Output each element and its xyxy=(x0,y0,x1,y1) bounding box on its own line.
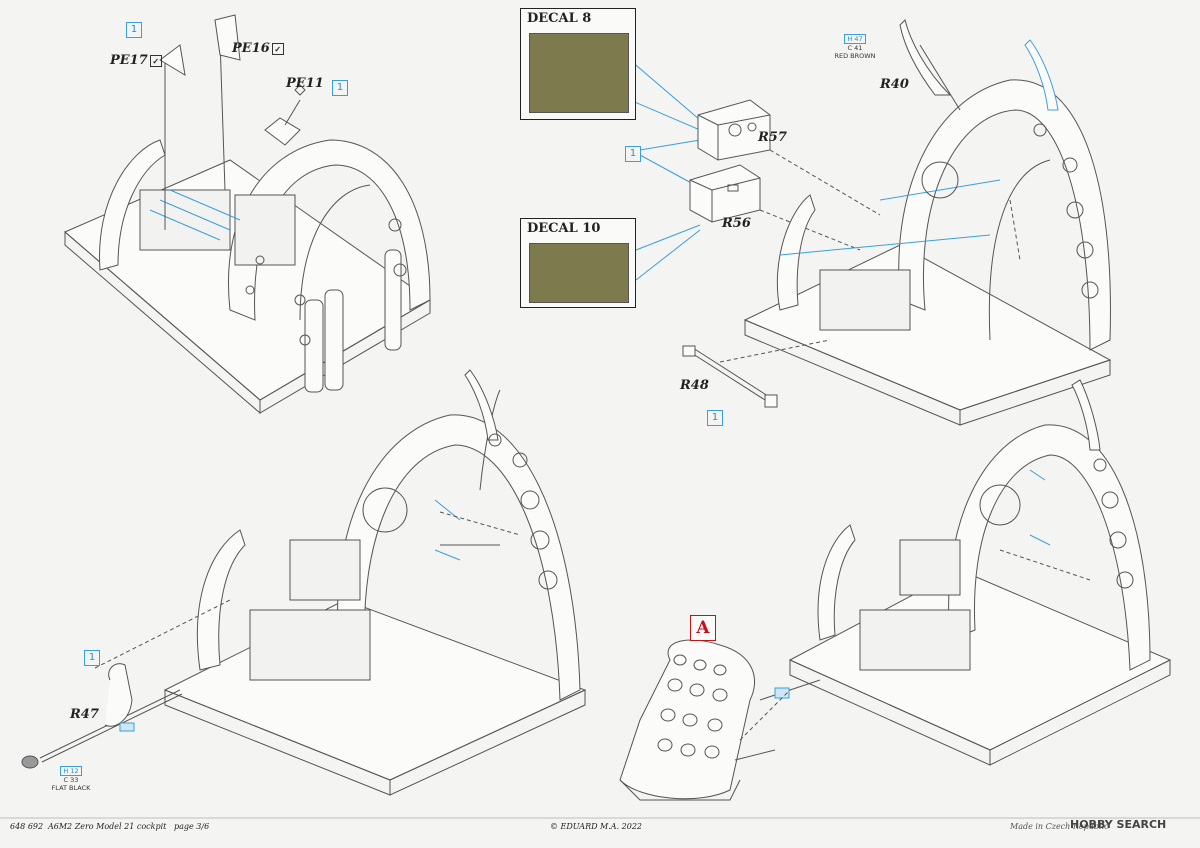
step-marker: 1 xyxy=(84,650,100,666)
part-label-r57: R57 xyxy=(758,130,787,145)
made-in: Made in Czech Republic xyxy=(1010,822,1109,831)
color-name: FLAT BLACK xyxy=(51,784,91,792)
part-label-pe17: PE17✓ xyxy=(110,53,162,68)
color-ref-flat-black: H 12 C 33 FLAT BLACK xyxy=(44,766,98,792)
decal-10-title: DECAL 10 xyxy=(527,221,601,236)
part-pe16: PE16 xyxy=(232,41,270,56)
color-h-code: H 12 xyxy=(60,766,82,776)
part-label-r56: R56 xyxy=(722,216,751,231)
cockpit-top-left xyxy=(64,14,431,415)
color-c-code: C 33 xyxy=(63,776,79,784)
color-ref-red-brown: H 47 C 41 RED BROWN xyxy=(830,34,880,60)
decal-8-image xyxy=(529,33,629,113)
cockpit-top-right xyxy=(743,39,1112,426)
color-h-code: H 47 xyxy=(844,34,866,44)
page-number: page 3/6 xyxy=(174,822,210,831)
check-icon: ✓ xyxy=(149,54,162,67)
kit-number: 648 692 xyxy=(10,822,44,831)
rod-r48 xyxy=(682,339,831,408)
decal-10-box: DECAL 10 xyxy=(520,218,636,308)
cockpit-bottom-right xyxy=(759,379,1172,766)
seat-marker-a: A xyxy=(690,615,716,641)
decal-8-title: DECAL 8 xyxy=(527,11,592,26)
decal-8-box: DECAL 8 xyxy=(520,8,636,120)
copyright: © EDUARD M.A. 2022 xyxy=(550,822,643,831)
kit-name: A6M2 Zero Model 21 cockpit xyxy=(48,822,167,831)
color-c-code: C 41 xyxy=(847,44,863,52)
decal-10-image xyxy=(529,243,629,303)
panel-r56 xyxy=(689,164,761,223)
cockpit-bottom-left xyxy=(21,369,587,796)
step-marker: 1 xyxy=(707,410,723,426)
seat-part xyxy=(619,639,791,801)
part-label-r47: R47 xyxy=(70,707,99,722)
color-name: RED BROWN xyxy=(834,52,876,60)
part-label-pe11: PE11 xyxy=(286,76,324,91)
part-label-r40: R40 xyxy=(880,77,909,92)
step-marker: 1 xyxy=(332,80,348,96)
page-footer: 648 692 A6M2 Zero Model 21 cockpit page … xyxy=(10,818,1190,836)
part-label-r48: R48 xyxy=(680,378,709,393)
part-pe17: PE17 xyxy=(110,53,148,68)
step-marker: 1 xyxy=(625,146,641,162)
check-icon: ✓ xyxy=(271,42,284,55)
step-marker: 1 xyxy=(126,22,142,38)
watermark-logo: HOBBY SEARCH xyxy=(1070,818,1167,831)
part-label-pe16: PE16✓ xyxy=(232,41,284,56)
